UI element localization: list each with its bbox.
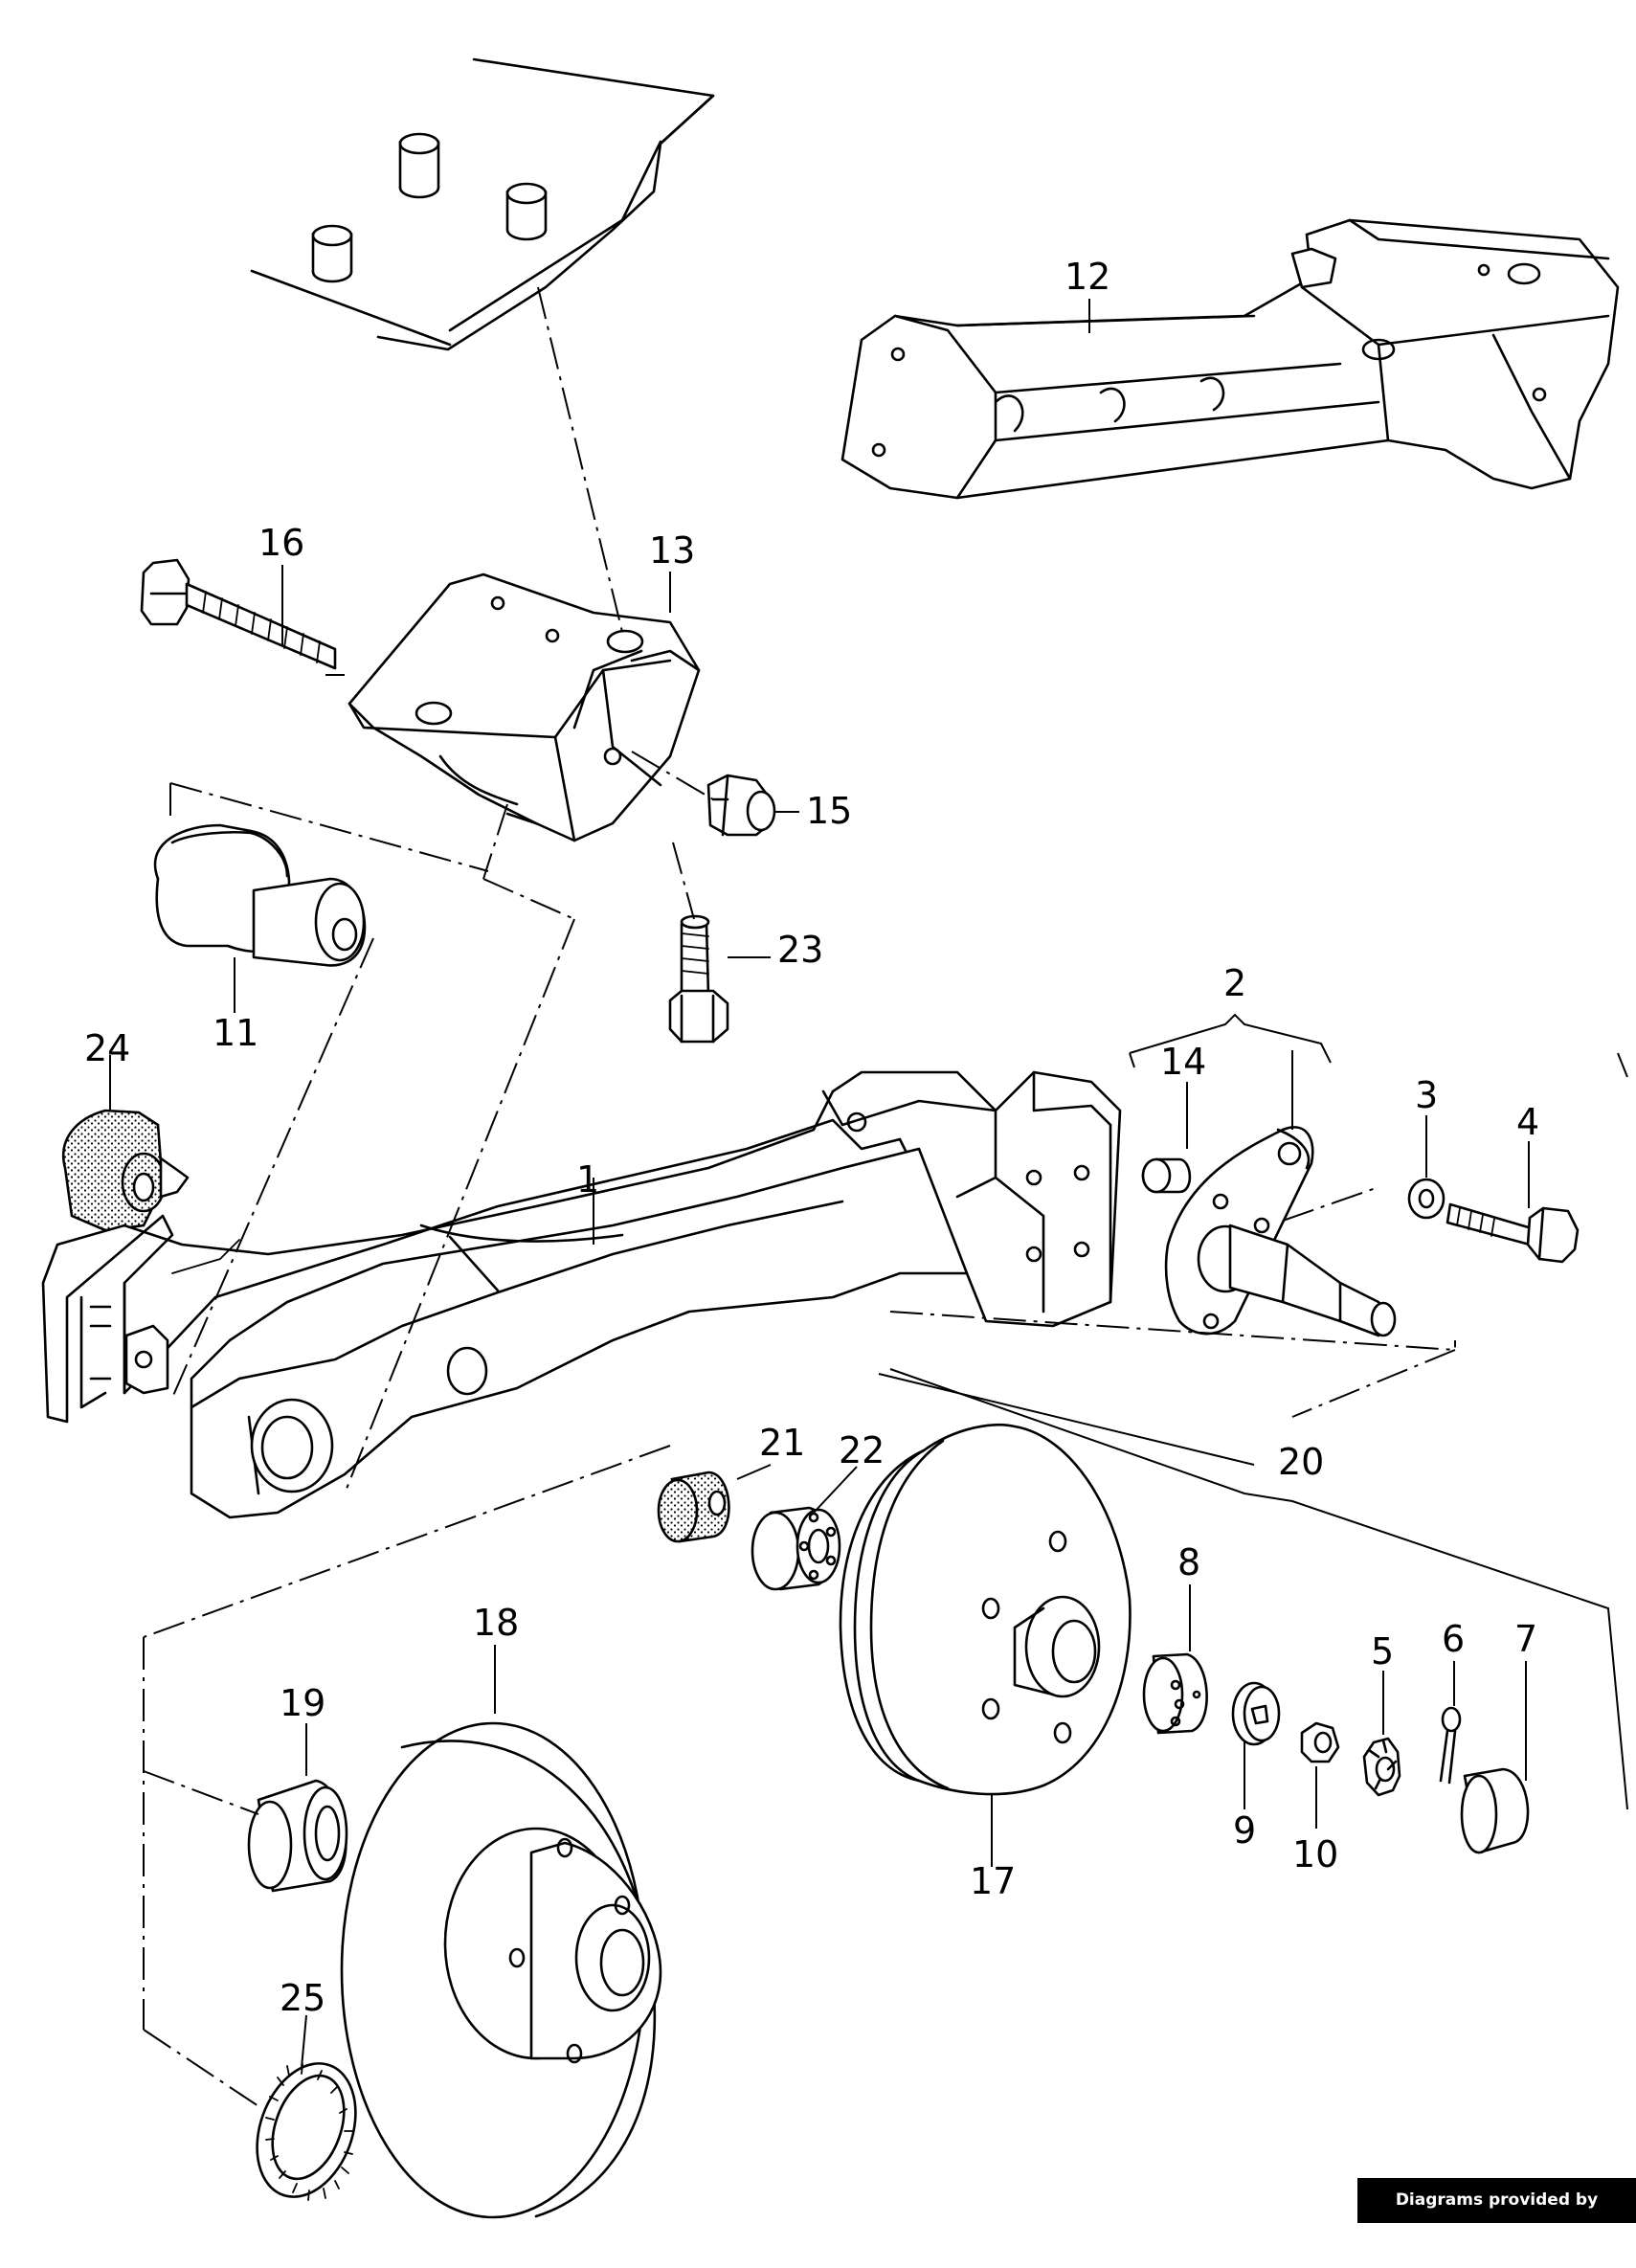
- callout-leaders: [109, 299, 1628, 2069]
- callout-4: 4: [1516, 1101, 1539, 1143]
- callout-14: 14: [1160, 1041, 1206, 1083]
- callout-8: 8: [1177, 1541, 1200, 1583]
- callout-18: 18: [473, 1602, 519, 1644]
- callout-5: 5: [1371, 1630, 1394, 1673]
- callout-21: 21: [759, 1422, 805, 1464]
- washer-3: [1407, 1178, 1446, 1220]
- spacer-14: [1141, 1157, 1192, 1194]
- callout-6: 6: [1442, 1618, 1465, 1660]
- callout-9: 9: [1233, 1809, 1256, 1852]
- bearing-8: [1142, 1652, 1208, 1735]
- roller-bearing-22: [751, 1506, 841, 1591]
- hex-bolt-16: [140, 558, 337, 670]
- callout-7: 7: [1514, 1618, 1537, 1660]
- bolt-23: [668, 914, 729, 1044]
- grease-cap-7: [1460, 1767, 1530, 1854]
- mounting-bracket-crossmember: [840, 218, 1620, 500]
- callout-13: 13: [649, 529, 695, 572]
- brake-drum-17: [839, 1424, 1132, 1796]
- callout-23: 23: [777, 929, 823, 971]
- callout-15: 15: [806, 790, 852, 832]
- rear-axle-beam-1: [41, 1070, 1122, 1519]
- callout-17: 17: [970, 1860, 1016, 1902]
- castle-lock-ring-5: [1362, 1737, 1401, 1797]
- callout-11: 11: [213, 1012, 258, 1054]
- thrust-washer-9: [1231, 1681, 1281, 1746]
- axle-mounting-bracket-13: [347, 573, 701, 842]
- stipple-bearing-21: [657, 1471, 730, 1543]
- callout-20: 20: [1278, 1441, 1324, 1483]
- callout-12: 12: [1065, 256, 1110, 298]
- hex-nut-10: [1300, 1721, 1340, 1763]
- callout-19: 19: [280, 1682, 325, 1724]
- body-floor-panel: [250, 57, 715, 351]
- floor-stud: [505, 182, 548, 241]
- callout-24: 24: [84, 1027, 130, 1069]
- abs-sensor-ring-25: [256, 2062, 357, 2201]
- hex-bolt-4: [1446, 1202, 1580, 1264]
- wheel-bearing-19: [247, 1779, 348, 1893]
- floor-stud: [398, 132, 440, 199]
- rubber-bushing-11: [153, 823, 367, 967]
- flange-nut-15: [706, 774, 776, 837]
- callout-3: 3: [1415, 1074, 1438, 1116]
- credit-footer: Diagrams provided by catalogs parts: [1357, 2178, 1636, 2255]
- floor-stud: [311, 224, 353, 283]
- stub-axle-flange-2: [1164, 1126, 1397, 1337]
- stipple-bump-stop-24: [62, 1109, 190, 1232]
- callout-22: 22: [839, 1429, 885, 1471]
- cotter-pin-6: [1439, 1706, 1462, 1785]
- callout-16: 16: [258, 522, 304, 564]
- assembly-guide-lines: [143, 286, 1628, 2107]
- callout-10: 10: [1292, 1833, 1338, 1875]
- callout-1: 1: [576, 1158, 599, 1201]
- brake-disc-18: [340, 1721, 662, 2219]
- callout-labels: 1 2 3 4 5 6 7 8 9 10 11 12 13 14 15 16 1…: [84, 256, 1539, 2019]
- callout-2: 2: [1223, 962, 1246, 1004]
- callout-25: 25: [280, 1977, 325, 2019]
